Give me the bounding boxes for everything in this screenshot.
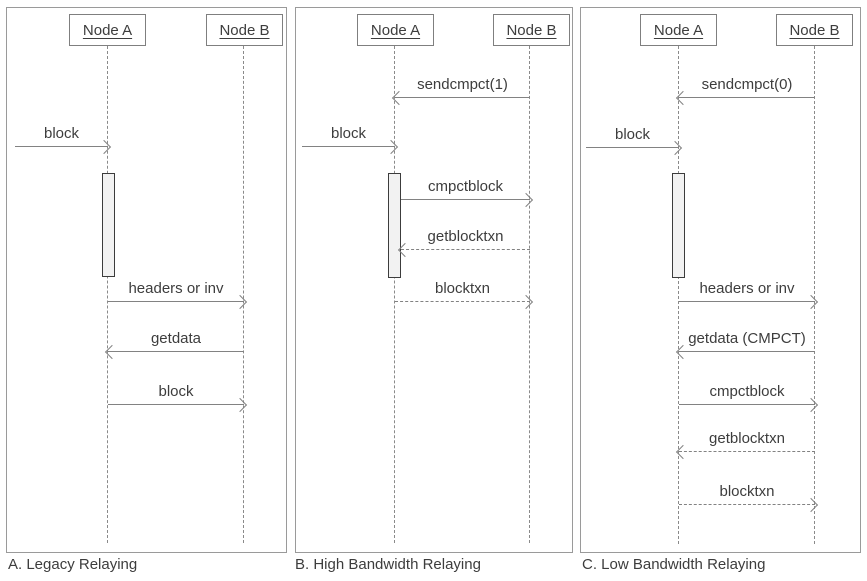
message-label: sendcmpct(0) (701, 76, 793, 93)
message-headers-or-inv: headers or inv (108, 280, 248, 310)
arrow-line (401, 192, 534, 208)
arrow-line (391, 90, 530, 106)
actor-box-node-b: Node B (776, 14, 853, 46)
actor-box-node-b: Node B (493, 14, 570, 46)
message-label: blocktxn (434, 280, 491, 297)
activation-bar-node-a (672, 173, 685, 278)
arrow-line (302, 139, 399, 155)
actor-label: Node B (219, 21, 270, 39)
message-cmpctblock: cmpctblock (401, 178, 534, 208)
arrow-line (395, 294, 534, 310)
lifeline-node-a (107, 46, 108, 543)
arrow-line (679, 497, 819, 513)
actor-box-node-a: Node A (357, 14, 434, 46)
lifeline-node-a (394, 46, 395, 543)
arrow-line (679, 294, 819, 310)
activation-bar-node-a (388, 173, 401, 278)
message-block-in: block (15, 125, 112, 155)
panel-legacy-relaying: Node A Node B block headers or inv getda… (6, 7, 287, 553)
lifeline-node-b (529, 46, 530, 543)
message-cmpctblock: cmpctblock (679, 383, 819, 413)
message-label: block (614, 126, 651, 143)
actor-label: Node A (653, 21, 704, 39)
arrow-line (104, 344, 244, 360)
message-label: blocktxn (719, 483, 775, 500)
message-label: block (330, 125, 367, 142)
activation-bar-node-a (102, 173, 115, 277)
message-label: block (43, 125, 80, 142)
message-label: headers or inv (128, 280, 224, 297)
actor-label: Node B (506, 21, 557, 39)
actor-label: Node B (789, 21, 840, 39)
message-headers-or-inv: headers or inv (679, 280, 819, 310)
actor-label: Node A (370, 21, 421, 39)
lifeline-node-b (243, 46, 244, 543)
message-sendcmpct1: sendcmpct(1) (391, 76, 530, 106)
message-label: getdata (150, 330, 202, 347)
lifeline-node-b (814, 46, 815, 544)
caption-low-bandwidth-relaying: C. Low Bandwidth Relaying (582, 556, 766, 573)
panel-high-bandwidth-relaying: Node A Node B sendcmpct(1) block cmpctbl… (295, 7, 573, 553)
message-sendcmpct0: sendcmpct(0) (675, 76, 815, 106)
panel-low-bandwidth-relaying: Node A Node B sendcmpct(0) block headers… (580, 7, 861, 553)
actor-box-node-b: Node B (206, 14, 283, 46)
message-label: getdata (CMPCT) (688, 330, 806, 347)
arrow-line (679, 397, 819, 413)
message-block-in: block (302, 125, 399, 155)
message-label: getblocktxn (709, 430, 785, 447)
message-label: headers or inv (699, 280, 795, 297)
message-blocktxn: blocktxn (395, 280, 534, 310)
arrow-line (108, 397, 248, 413)
actor-box-node-a: Node A (640, 14, 717, 46)
actor-box-node-a: Node A (69, 14, 146, 46)
message-getdata: getdata (104, 330, 244, 360)
message-label: cmpctblock (709, 383, 785, 400)
arrow-line (675, 444, 815, 460)
message-block-relay: block (108, 383, 248, 413)
message-getdata-cmpct: getdata (CMPCT) (675, 330, 815, 360)
arrow-line (675, 90, 815, 106)
arrow-line (15, 139, 112, 155)
message-block-in: block (586, 126, 683, 156)
caption-legacy-relaying: A. Legacy Relaying (8, 556, 138, 573)
arrow-line (675, 344, 815, 360)
arrow-line (586, 140, 683, 156)
arrow-line (108, 294, 248, 310)
arrow-line (397, 242, 530, 258)
caption-high-bandwidth-relaying: B. High Bandwidth Relaying (295, 556, 481, 573)
message-label: cmpctblock (427, 178, 504, 195)
message-getblocktxn: getblocktxn (675, 430, 815, 460)
message-getblocktxn: getblocktxn (397, 228, 530, 258)
actor-label: Node A (82, 21, 133, 39)
message-label: sendcmpct(1) (417, 76, 508, 93)
lifeline-node-a (678, 46, 679, 544)
message-label: block (158, 383, 194, 400)
message-blocktxn: blocktxn (679, 483, 819, 513)
message-label: getblocktxn (427, 228, 504, 245)
